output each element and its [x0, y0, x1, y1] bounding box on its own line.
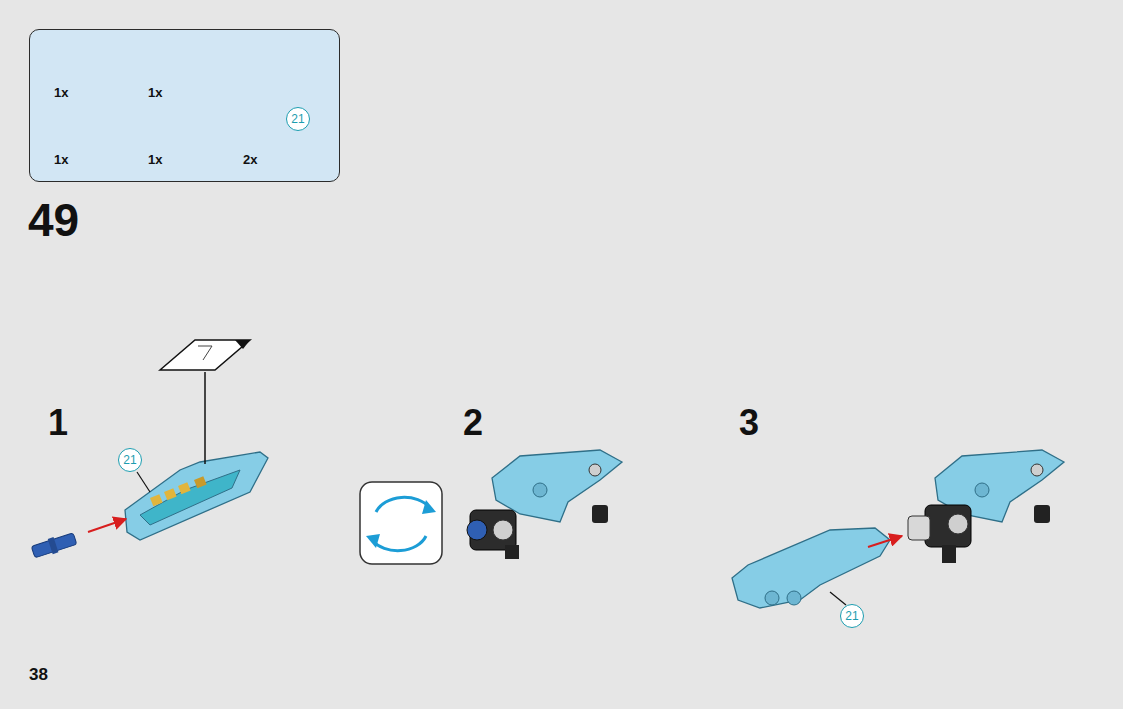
- callout-number: 21: [118, 448, 142, 472]
- quantity-label: 1x: [54, 152, 68, 167]
- quantity-label: 1x: [148, 85, 162, 100]
- substep-number: 2: [463, 402, 483, 444]
- page-number: 38: [29, 665, 48, 685]
- substep-number: 1: [48, 402, 68, 444]
- callout-text: 21: [123, 454, 136, 466]
- quantity-label: 2x: [243, 152, 257, 167]
- callout-text: 21: [291, 113, 304, 125]
- callout-text: 21: [845, 610, 858, 622]
- quantity-label: 1x: [148, 152, 162, 167]
- step-1-picture: [31, 340, 268, 560]
- step-2-picture: [360, 450, 622, 564]
- step-3-picture: [732, 450, 1064, 608]
- substep-number: 3: [739, 402, 759, 444]
- step-number: 49: [28, 193, 79, 247]
- callout-number: 21: [840, 604, 864, 628]
- parts-panel: 1x 1x 1x 1x 2x 21: [29, 29, 340, 182]
- callout-number: 21: [286, 107, 310, 131]
- quantity-label: 1x: [54, 85, 68, 100]
